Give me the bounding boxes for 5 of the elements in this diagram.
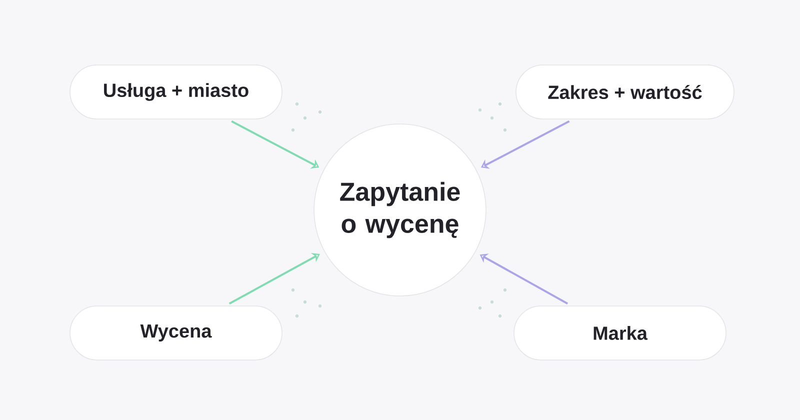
topic-pill: Marka	[514, 306, 726, 360]
topic-pill: Zakres + wartość	[516, 64, 734, 120]
topic-pill: Wycena	[70, 306, 282, 360]
topic-pill: Usługa + miasto	[70, 64, 282, 120]
arrow	[228, 252, 320, 305]
